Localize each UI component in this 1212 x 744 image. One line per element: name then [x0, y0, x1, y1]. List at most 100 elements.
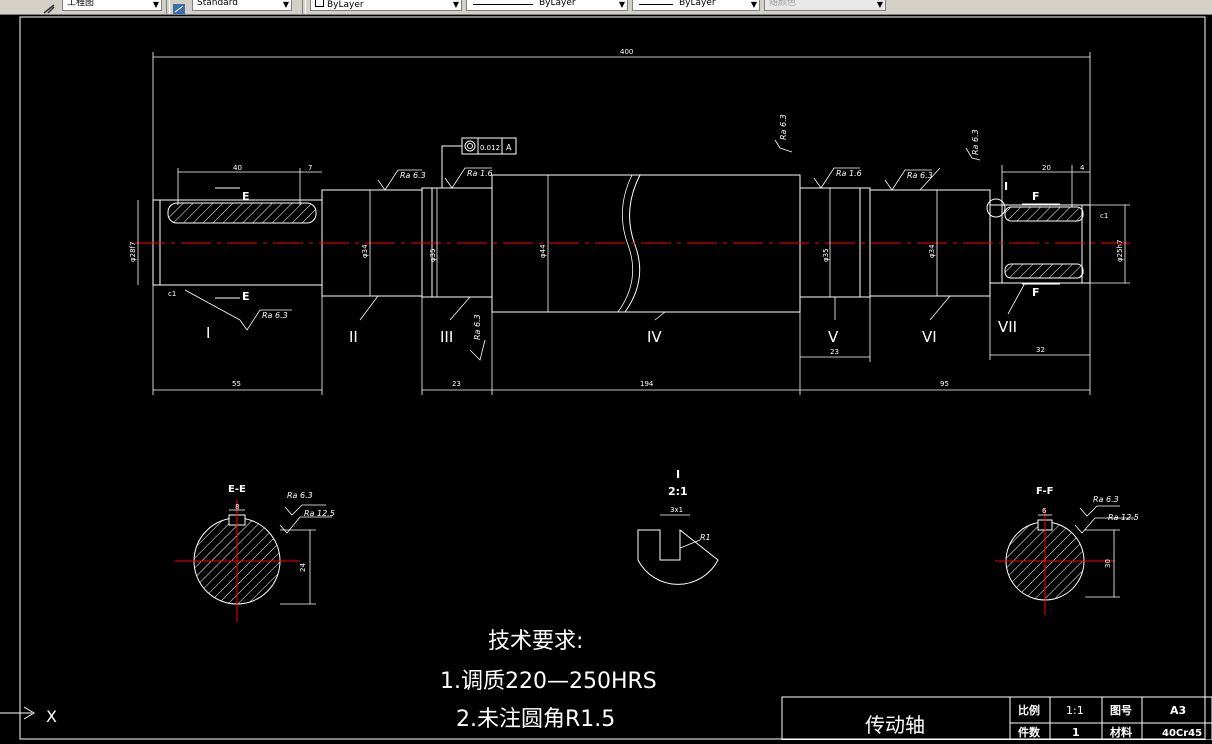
drawing-no-value: A3: [1170, 704, 1186, 717]
ra-III-bottom: Ra 6.3: [473, 314, 482, 340]
ra-IV: Ra 6.3: [779, 114, 788, 140]
detail-scale: 2:1: [668, 485, 688, 498]
dimension-style-combo[interactable]: Standard▼: [192, 0, 292, 11]
qty-value: 1: [1072, 726, 1080, 739]
qty-label: 件数: [1018, 725, 1041, 739]
segment-VI: VI: [922, 328, 937, 346]
keyway-F-top: [1004, 206, 1084, 222]
segment-I: I: [206, 324, 210, 342]
ra-III: Ra 1.6: [467, 169, 493, 178]
ra-V: Ra 1.6: [836, 169, 862, 178]
dim-4: 4: [1080, 164, 1085, 172]
diam-VII: φ25h7: [1116, 240, 1124, 262]
properties-toolbar: 工程图▼ Standard▼ ByLayer▼ ByLayer▼ ByLayer…: [0, 0, 1212, 15]
ucs-x-label: X: [46, 707, 57, 726]
chevron-down-icon: ▼: [452, 0, 459, 9]
tech-req-2: 2.未注圆角R1.5: [456, 707, 615, 732]
layer-color-combo[interactable]: ByLayer▼: [310, 0, 462, 11]
keyway-F-bottom: [1004, 263, 1084, 279]
drawing-no-label: 图号: [1110, 704, 1132, 717]
dimension-lines: [137, 52, 1130, 395]
dim-194: 194: [640, 380, 654, 388]
section-E-bottom: E: [242, 290, 250, 303]
chamfer-right: c1: [1100, 212, 1108, 220]
dim-55: 55: [232, 380, 241, 388]
section-F-bottom: F: [1032, 286, 1040, 299]
tech-req-1: 1.调质220—250HRS: [440, 669, 657, 694]
section-view-EE: E-E 8 24: [175, 484, 316, 622]
title-block: 传动轴 比例 1:1 图号 A3 件数 1 材料 40Cr45: [781, 696, 1212, 741]
dim-7: 7: [308, 164, 312, 172]
ff-depth: 30: [1104, 559, 1112, 568]
tolerance-value: 0.012: [480, 144, 500, 152]
ra-I: Ra 6.3: [262, 311, 288, 320]
ff-title: F-F: [1036, 486, 1054, 497]
dim-32: 32: [1036, 346, 1045, 354]
linetype-sample: [473, 4, 533, 5]
chevron-down-icon: ▼: [152, 0, 159, 9]
ra-ff-2: Ra 12.5: [1108, 513, 1139, 522]
ra-ee-1: Ra 6.3: [287, 491, 313, 500]
tolerance-datum: A: [506, 143, 512, 152]
detail-radius: R1: [700, 533, 711, 542]
lineweight-combo[interactable]: ByLayer▼: [632, 0, 760, 11]
segment-VII: VII: [998, 318, 1017, 336]
segment-III: III: [440, 328, 453, 346]
shaft-outline: [152, 174, 1091, 313]
dim-overall: 400: [620, 48, 633, 56]
detail-dim: 3x1: [670, 506, 683, 514]
chamfer-left: c1: [168, 290, 176, 298]
dim-23a: 23: [452, 380, 461, 388]
ff-width: 6: [1042, 507, 1047, 515]
diam-IV: φ44: [539, 244, 547, 258]
roughness-symbols: [184, 139, 1135, 534]
section-E-top: E: [242, 190, 250, 203]
section-F-top: F: [1032, 190, 1040, 203]
chevron-down-icon: ▼: [750, 0, 757, 9]
linetype-combo[interactable]: ByLayer▼: [466, 0, 628, 11]
drawing-frame: [19, 16, 1206, 740]
section-indicators: [215, 187, 1060, 299]
chevron-down-icon: ▼: [282, 0, 289, 9]
ee-depth: 24: [299, 563, 307, 572]
keyway-E: [167, 202, 317, 224]
diam-VI: φ34: [928, 244, 936, 258]
part-name: 传动轴: [865, 713, 925, 737]
dim-20: 20: [1042, 164, 1051, 172]
cad-drawing: 400 40 7 20 4 55 23 194 95 23 32 φ28f7 φ…: [0, 16, 1212, 741]
lineweight-sample: [639, 4, 673, 5]
segment-V: V: [828, 328, 839, 346]
detail-title: I: [676, 468, 680, 481]
ra-ee-2: Ra 12.5: [304, 509, 335, 518]
scale-value: 1:1: [1066, 704, 1084, 717]
ra-II: Ra 6.3: [400, 171, 426, 180]
diam-III: φ35: [429, 248, 437, 262]
tolerance-frame: 0.012 A: [441, 137, 517, 188]
text-style-combo[interactable]: 工程图▼: [62, 0, 162, 11]
dimension-style-icon[interactable]: [172, 0, 186, 14]
color-swatch-icon: [315, 0, 324, 7]
section-view-FF: F-F 6 30: [995, 486, 1120, 615]
detail-I-marker: I: [1004, 180, 1008, 193]
detail-view-I: I 2:1 3x1 R1: [637, 468, 719, 585]
chevron-down-icon: ▼: [618, 0, 625, 9]
toolbar-separator: [166, 0, 170, 14]
ra-ff-1: Ra 6.3: [1093, 495, 1119, 504]
diam-II: φ34: [361, 244, 369, 258]
diam-left: φ28f7: [129, 242, 137, 262]
ee-width: 8: [235, 503, 239, 511]
ucs-icon: X: [0, 706, 57, 726]
dim-95: 95: [940, 380, 949, 388]
chevron-down-icon: ▼: [876, 0, 883, 9]
dim-23b: 23: [830, 348, 839, 356]
material-value: 40Cr45: [1162, 728, 1202, 739]
segment-II: II: [349, 328, 358, 346]
segment-IV: IV: [647, 328, 662, 346]
plot-style-combo[interactable]: 随颜色▼: [764, 0, 886, 11]
drawing-canvas[interactable]: 400 40 7 20 4 55 23 194 95 23 32 φ28f7 φ…: [0, 15, 1212, 741]
scale-label: 比例: [1018, 703, 1040, 717]
material-label: 材料: [1110, 725, 1132, 739]
text-style-icon[interactable]: [42, 0, 56, 14]
dim-40: 40: [233, 164, 242, 172]
ra-VI: Ra 6.3: [907, 171, 933, 180]
